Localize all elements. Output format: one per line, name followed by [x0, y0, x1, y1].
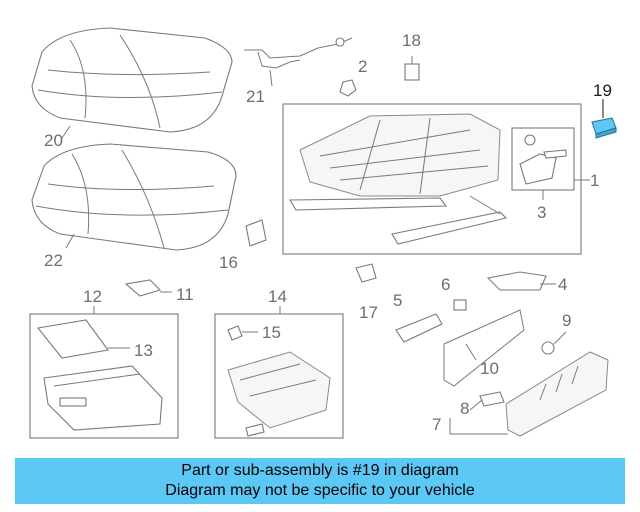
callout-19: 19 — [593, 81, 612, 100]
part-4-bracket — [486, 271, 547, 291]
callout-3: 3 — [537, 203, 546, 222]
part-3-recliner — [519, 134, 567, 185]
callout-5: 5 — [393, 291, 402, 310]
part-20-seat-cushion-top — [31, 27, 233, 133]
callout-7: 7 — [432, 415, 441, 434]
part-1-seat-frame — [289, 113, 508, 245]
part-5-trim — [395, 313, 443, 343]
part-10-wire-frame — [443, 309, 525, 387]
part-11-cover — [124, 279, 162, 297]
callout-18: 18 — [402, 31, 421, 50]
part-14-tray — [227, 351, 331, 437]
callout-6: 6 — [441, 275, 450, 294]
callout-21: 21 — [246, 87, 265, 106]
callout-16: 16 — [219, 253, 238, 272]
callout-2: 2 — [358, 57, 367, 76]
part-6-clip — [453, 299, 467, 311]
part-19-highlighted — [591, 99, 617, 139]
callout-13: 13 — [134, 341, 153, 360]
callout-4: 4 — [558, 275, 567, 294]
callout-14: 14 — [268, 287, 287, 306]
callout-10: 10 — [480, 359, 499, 378]
caption-line-2: Diagram may not be specific to your vehi… — [165, 482, 475, 499]
part-7-side-shield — [505, 351, 609, 437]
part-12-drawer-box — [29, 313, 179, 439]
callout-22: 22 — [44, 251, 63, 270]
part-17-clip — [355, 263, 377, 283]
part-21-wire-harness — [244, 37, 353, 87]
part-15-bulb — [227, 325, 243, 341]
callout-12: 12 — [83, 287, 102, 306]
callout-1: 1 — [590, 171, 599, 190]
caption-banner: Part or sub-assembly is #19 in diagram D… — [15, 458, 625, 504]
callout-17: 17 — [359, 303, 378, 322]
callout-20: 20 — [44, 131, 63, 150]
callout-8: 8 — [460, 399, 469, 418]
part-22-seat-cushion-bottom — [31, 143, 237, 251]
part-13-mat — [36, 319, 109, 359]
part-12-drawer — [43, 365, 163, 431]
callout-15: 15 — [262, 323, 281, 342]
part-14-tray-box — [214, 313, 344, 439]
part-18-clip — [404, 56, 420, 81]
callout-9: 9 — [562, 311, 571, 330]
part-2-clip — [339, 79, 357, 97]
part-1-seat-frame-box — [282, 103, 582, 255]
caption-line-1: Part or sub-assembly is #19 in diagram — [181, 462, 459, 479]
part-9-knob — [541, 331, 567, 355]
callout-11: 11 — [176, 285, 194, 304]
part-16-bracket — [245, 219, 267, 247]
part-8-knob — [479, 391, 505, 407]
